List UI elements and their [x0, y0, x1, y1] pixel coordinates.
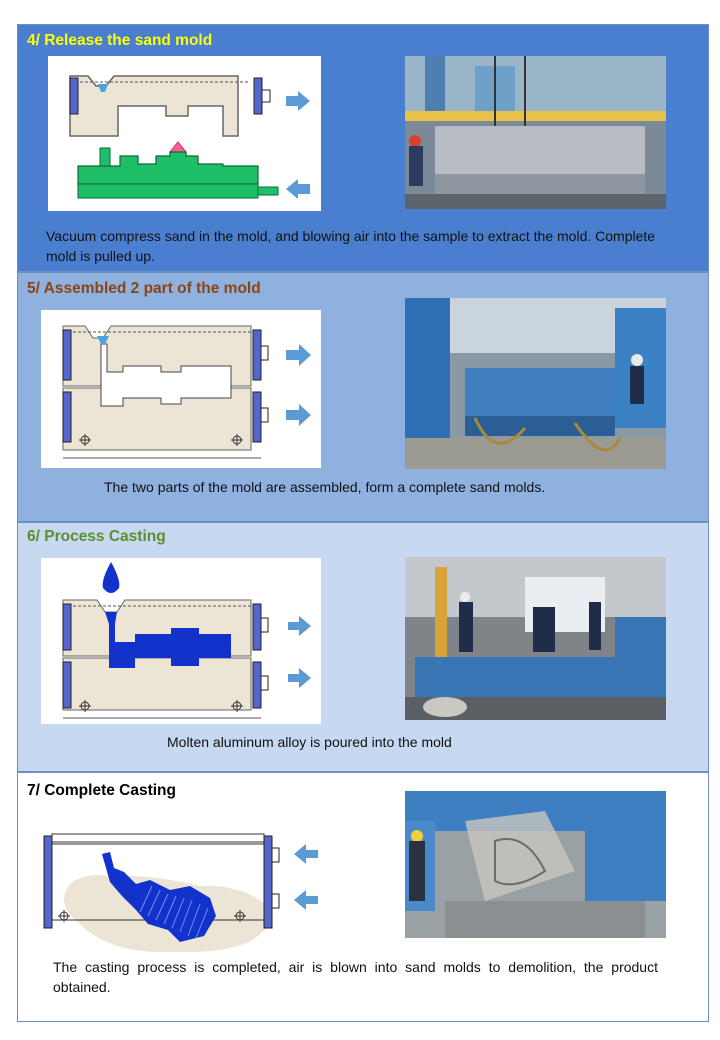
- section-caption: The casting process is completed, air is…: [53, 959, 658, 995]
- section-complete-casting: 7/ Complete Casting: [17, 772, 709, 1022]
- complete-casting-photo: [405, 791, 666, 938]
- section-title: 6/ Process Casting: [27, 528, 166, 545]
- section-title: 4/ Release the sand mold: [27, 32, 213, 49]
- assembled-mold-diagram: [41, 310, 321, 468]
- casting-diagram: [41, 558, 321, 724]
- release-mold-diagram: [48, 56, 321, 211]
- section-assembled-mold: 5/ Assembled 2 part of the mold: [17, 272, 709, 522]
- section-release-sand-mold: 4/ Release the sand mold: [17, 24, 709, 272]
- casting-photo: [405, 557, 666, 720]
- section-process-casting: 6/ Process Casting: [17, 522, 709, 772]
- section-title: 5/ Assembled 2 part of the mold: [27, 280, 261, 297]
- assembled-mold-photo: [405, 298, 666, 469]
- section-title: 7/ Complete Casting: [27, 782, 176, 799]
- section-caption: The two parts of the mold are assembled,…: [104, 479, 546, 495]
- section-caption: Molten aluminum alloy is poured into the…: [167, 734, 452, 750]
- release-mold-photo: [405, 56, 666, 209]
- complete-casting-diagram: [40, 824, 330, 959]
- section-caption: Vacuum compress sand in the mold, and bl…: [46, 228, 656, 264]
